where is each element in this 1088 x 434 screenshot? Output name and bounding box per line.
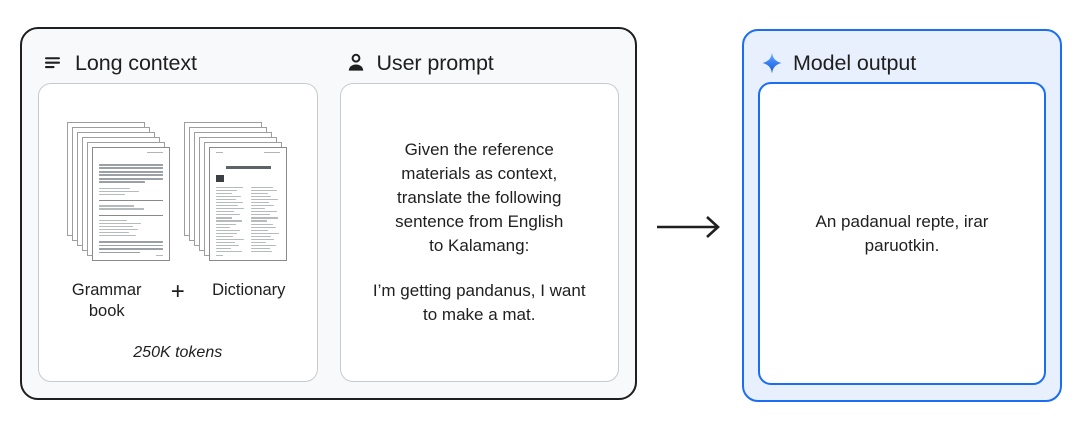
document-stacks [67, 104, 288, 272]
notes-lines-icon [42, 51, 66, 75]
model-output-header: Model output [758, 44, 1046, 82]
model-output-title: Model output [793, 50, 917, 75]
dictionary-label: Dictionary [212, 281, 286, 299]
person-icon [344, 51, 368, 75]
grammar-book-label: Grammar book [71, 281, 142, 320]
long-context-card: Grammar book + Dictionary 250K tokens [38, 83, 318, 382]
plus-sign: + [170, 278, 185, 305]
input-columns: Long context [22, 29, 635, 398]
user-prompt-card: Given the reference materials as context… [339, 83, 619, 382]
document-labels: Grammar book + Dictionary [49, 280, 307, 322]
long-context-title: Long context [75, 50, 197, 75]
model-output-text: An padanual repte, irar paruotkin. [815, 211, 989, 255]
token-count-note: 250K tokens [133, 344, 223, 361]
long-context-column: Long context [38, 43, 318, 382]
input-container: Long context [20, 27, 637, 400]
output-container: Model output An padanual repte, irar par… [742, 29, 1062, 402]
user-prompt-title: User prompt [376, 50, 494, 75]
sparkle-icon [760, 51, 784, 75]
prompt-instruction: Given the reference materials as context… [395, 140, 564, 255]
dictionary-stack [184, 104, 288, 264]
model-output-card: An padanual repte, irar paruotkin. [758, 82, 1046, 385]
user-prompt-column: User prompt Given the reference material… [339, 43, 620, 382]
grammar-book-stack [67, 104, 171, 264]
long-context-header: Long context [38, 43, 318, 83]
user-prompt-header: User prompt [340, 43, 620, 83]
prompt-sentence: I’m getting pandanus, I want to make a m… [372, 281, 586, 324]
right-arrow-icon [655, 214, 725, 240]
